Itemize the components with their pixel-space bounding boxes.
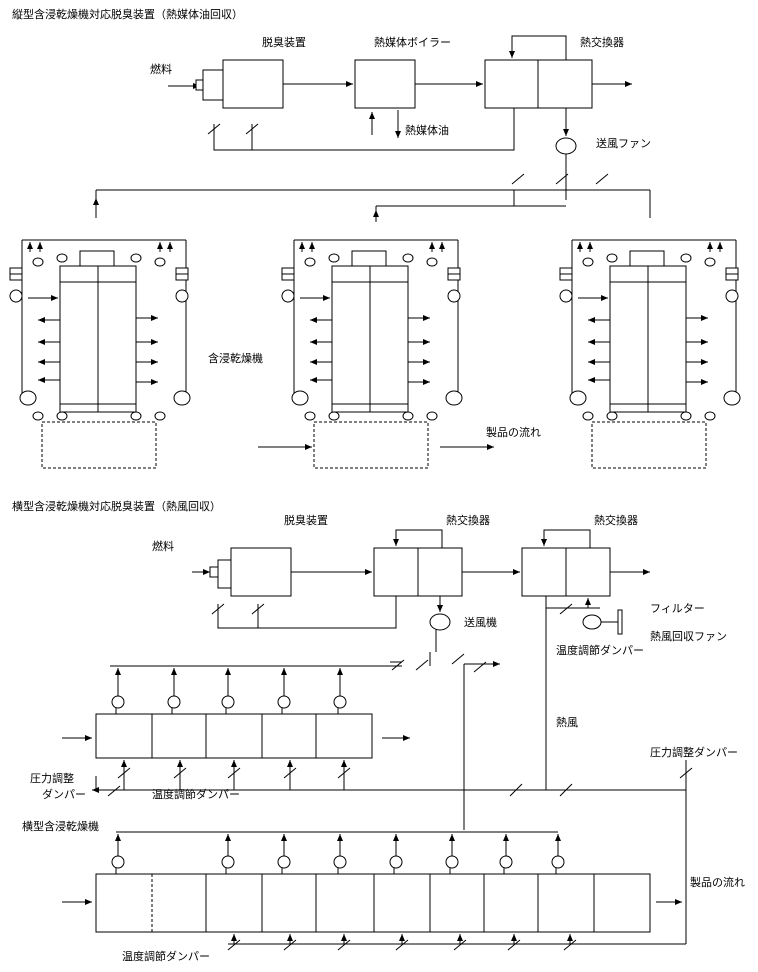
filter: [617, 609, 623, 635]
burner-nozzle-bottom: [209, 566, 219, 578]
title-vertical-system: 縦型含浸乾燥機対応脱臭装置（熱媒体油回収）: [12, 7, 243, 21]
label-hot-air: 熱風: [556, 716, 578, 729]
label-pressure-damper-left-1: 圧力調整: [30, 771, 74, 785]
vertical-dryer-3: [559, 239, 741, 469]
label-dryer-horizontal: 横型含浸乾燥機: [22, 819, 99, 833]
label-recovery-fan: 熱風回収ファン: [650, 630, 727, 643]
deodorizer-box-bottom: [230, 547, 292, 597]
recovery-fan: [582, 614, 602, 630]
boiler-box: [354, 59, 416, 109]
fan-top: [555, 137, 577, 155]
label-blower: 送風機: [464, 615, 497, 629]
title-horizontal-system: 横型含浸乾燥機対応脱臭装置（熱風回収）: [12, 499, 221, 513]
horizontal-dryer-lower: [95, 873, 651, 933]
label-temp-damper-1: 温度調節ダンパー: [556, 643, 644, 657]
vertical-dryer-2: [281, 239, 463, 469]
label-pressure-damper-left-2: ダンパー: [42, 787, 86, 801]
label-hx-b1: 熱交換器: [446, 513, 490, 527]
upper-dryer-supply: [117, 760, 351, 790]
label-hx-top: 熱交換器: [580, 35, 624, 49]
label-fuel-bottom: 燃料: [152, 539, 174, 553]
burner-top: [202, 69, 226, 101]
label-temp-damper-2: 温度調節ダンパー: [152, 787, 240, 801]
label-pressure-damper-right: 圧力調整ダンパー: [650, 745, 738, 759]
label-fan-top: 送風ファン: [596, 136, 651, 150]
label-hx-b2: 熱交換器: [594, 513, 638, 527]
label-flow-bottom: 製品の流れ: [690, 875, 745, 889]
label-fuel-top: 燃料: [150, 62, 172, 76]
label-oil: 熱媒体油: [405, 123, 449, 137]
label-deodorizer-top: 脱臭装置: [262, 35, 306, 49]
label-boiler: 熱媒体ボイラー: [374, 35, 451, 49]
blower: [429, 613, 451, 631]
lower-dryer-supply: [227, 934, 577, 951]
label-flow-top: 製品の流れ: [486, 425, 541, 439]
upper-dryer-fans: [111, 668, 347, 714]
label-dryer-vertical: 含浸乾燥機: [208, 351, 263, 365]
burner-bottom: [217, 559, 233, 589]
deodorizer-box-top: [222, 59, 284, 109]
label-deodorizer-bottom: 脱臭装置: [284, 513, 328, 527]
vertical-dryer-1: [9, 239, 191, 469]
lower-dryer-fans: [111, 834, 565, 874]
label-filter: フィルター: [650, 602, 705, 615]
label-temp-damper-3: 温度調節ダンパー: [122, 949, 210, 963]
horizontal-dryer-upper: [95, 713, 373, 759]
